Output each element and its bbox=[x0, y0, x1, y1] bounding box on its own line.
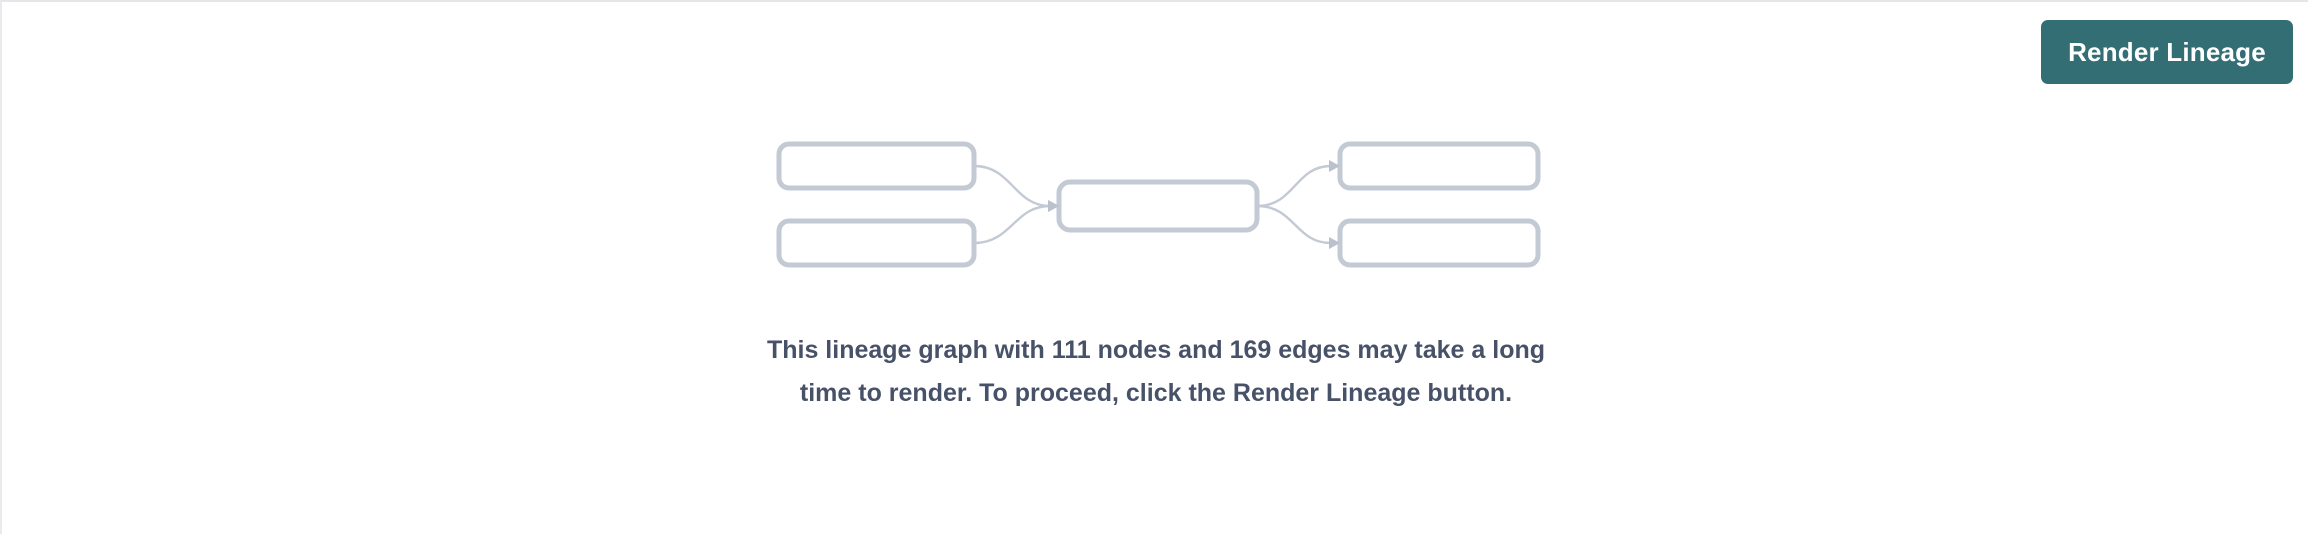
placeholder-node-focus bbox=[1056, 179, 1260, 233]
placeholder-node-upstream-2 bbox=[776, 218, 977, 268]
lineage-graph-placeholder-icon bbox=[776, 141, 1541, 268]
render-lineage-button[interactable]: Render Lineage bbox=[2041, 20, 2293, 84]
placeholder-node-upstream-1 bbox=[776, 141, 977, 191]
placeholder-arrowhead-2 bbox=[1048, 200, 1059, 212]
placeholder-arrowhead-1 bbox=[1048, 200, 1059, 212]
placeholder-edge-focus-to-downstream-2 bbox=[1256, 204, 1332, 245]
placeholder-arrowhead-4 bbox=[1329, 237, 1340, 249]
placeholder-edge-upstream-2-to-focus bbox=[973, 204, 1051, 245]
placeholder-edge-focus-to-downstream-1 bbox=[1256, 164, 1332, 208]
placeholder-node-downstream-1 bbox=[1337, 141, 1541, 191]
placeholder-edge-upstream-1-to-focus bbox=[973, 164, 1051, 208]
placeholder-node-downstream-2 bbox=[1337, 218, 1541, 268]
placeholder-arrowhead-3 bbox=[1329, 160, 1340, 172]
lineage-size-warning-message: This lineage graph with 111 nodes and 16… bbox=[766, 336, 1546, 407]
